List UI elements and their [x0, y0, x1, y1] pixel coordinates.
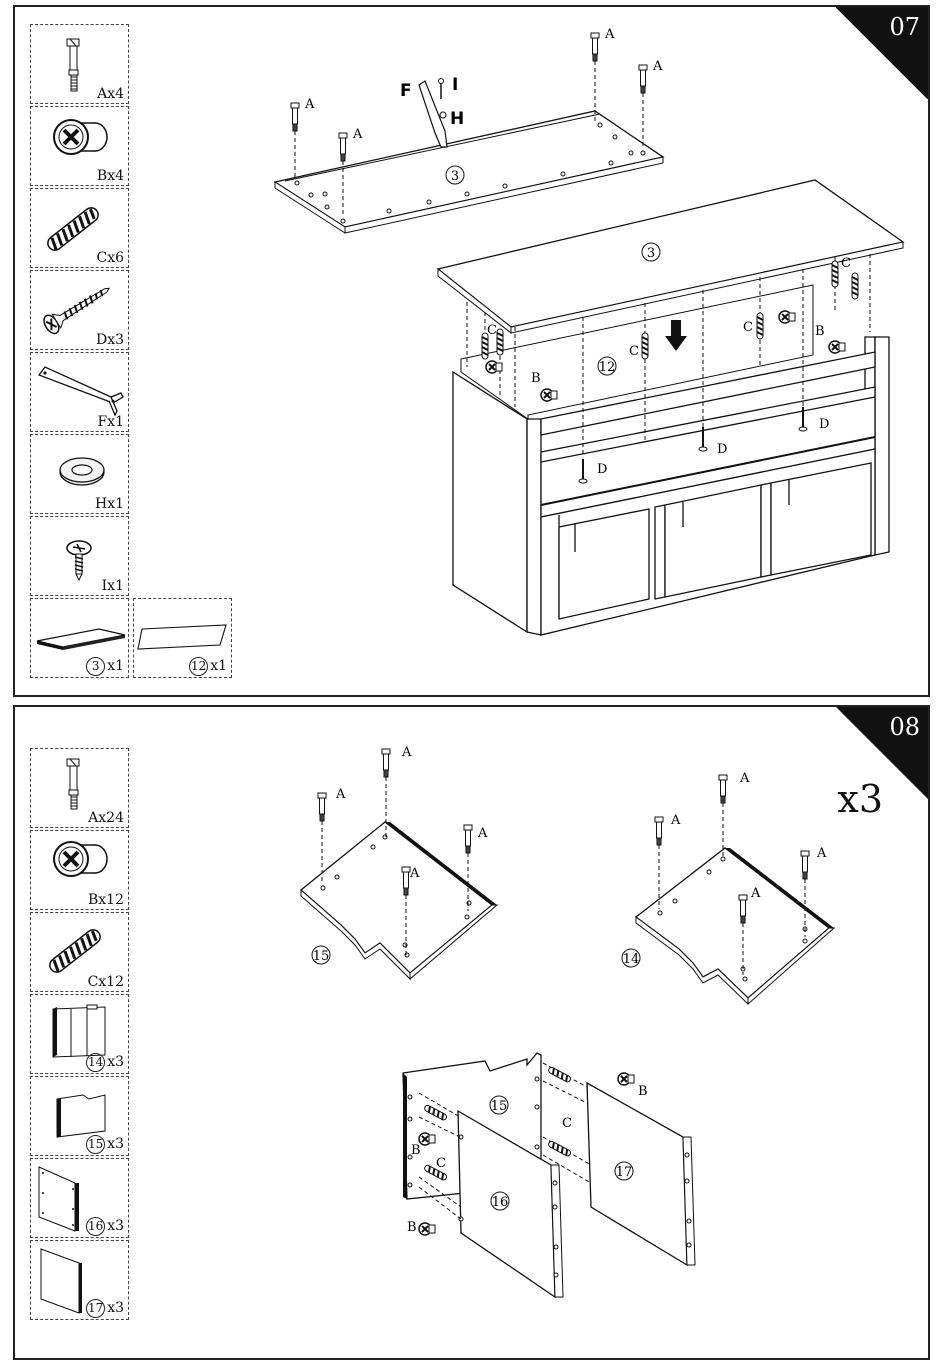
- callout-a: A: [352, 127, 363, 142]
- callout-c: C: [562, 1116, 572, 1131]
- callout-b: B: [531, 371, 541, 386]
- callout-i: I: [452, 75, 458, 95]
- board-callout-16: 16: [492, 1195, 509, 1210]
- board-callout-17: 17: [616, 1165, 633, 1180]
- callout-a: A: [409, 866, 420, 881]
- box-assembly: 15 16 17: [403, 1053, 695, 1297]
- callout-a: A: [750, 886, 761, 901]
- callout-a: A: [477, 826, 488, 841]
- board-14-assembly: A A A A 14: [622, 771, 834, 1004]
- top-board-lower: 3: [438, 180, 903, 333]
- callout-a: A: [335, 787, 346, 802]
- callout-b: B: [411, 1143, 421, 1158]
- strap-fih-callout: F I H: [400, 75, 464, 147]
- board-callout-12: 12: [599, 360, 616, 375]
- board-callout-15: 15: [491, 1099, 508, 1114]
- callout-c: C: [487, 323, 497, 338]
- callout-b: B: [407, 1220, 417, 1235]
- board-15-assembly: A A A A 15: [301, 745, 497, 979]
- step-07-panel: 07 Ax4: [13, 5, 930, 697]
- board-callout-14: 14: [623, 952, 640, 967]
- step-07-illustration: 3 A A A A F I H: [15, 7, 928, 695]
- step-08-illustration: A A A A 15 A A: [15, 707, 928, 1358]
- callout-c: C: [743, 320, 753, 335]
- callout-a: A: [670, 813, 681, 828]
- step-08-panel: 08 x3 Ax24: [13, 705, 930, 1360]
- callout-b: B: [815, 324, 825, 339]
- callout-a: A: [604, 27, 615, 42]
- callout-b: B: [638, 1084, 648, 1099]
- board-callout-15: 15: [313, 949, 330, 964]
- top-board-upper: 3: [275, 111, 663, 233]
- callout-d: D: [819, 417, 829, 432]
- callout-d: D: [597, 462, 607, 477]
- callout-a: A: [816, 846, 827, 861]
- callout-a: A: [652, 59, 663, 74]
- down-arrow-icon: [665, 320, 687, 351]
- callout-d: D: [717, 442, 727, 457]
- callout-a: A: [304, 97, 315, 112]
- callout-a: A: [739, 771, 750, 786]
- board-callout-3: 3: [647, 246, 655, 261]
- board-callout-3: 3: [451, 169, 459, 184]
- callout-a: A: [401, 745, 412, 760]
- callout-h: H: [450, 109, 464, 129]
- callout-c: C: [436, 1156, 446, 1171]
- callout-f: F: [400, 81, 412, 101]
- callout-c: C: [629, 344, 639, 359]
- callout-c: C: [841, 256, 851, 271]
